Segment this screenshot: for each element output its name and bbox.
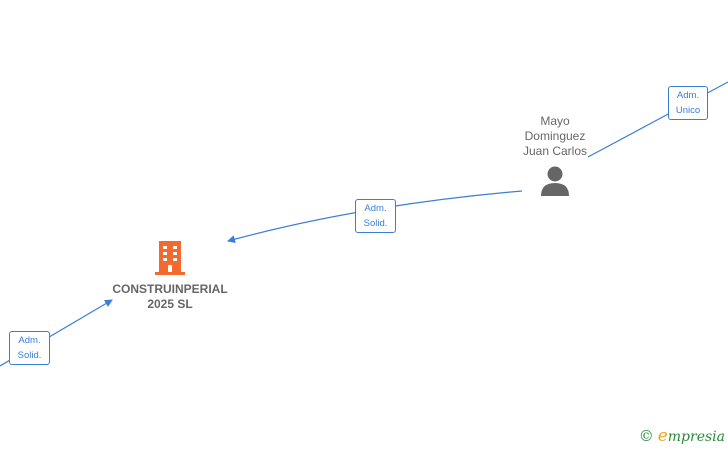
company-node[interactable]: CONSTRUINPERIAL 2025 SL: [100, 240, 240, 312]
empresia-logo[interactable]: ©empresia: [639, 426, 725, 446]
company-name-line: 2025 SL: [147, 297, 193, 311]
edge-label-line: Solid.: [17, 350, 42, 361]
person-name-line: Dominguez: [524, 129, 586, 143]
person-name[interactable]: Mayo Dominguez Juan Carlos: [505, 114, 605, 159]
edge-label-line: Adm.: [364, 203, 387, 214]
edge-label-middle[interactable]: Adm. Solid.: [355, 199, 396, 233]
edge-label-line: Adm.: [18, 335, 41, 346]
brand-name: mpresia: [667, 429, 725, 445]
person-node[interactable]: Mayo Dominguez Juan Carlos: [505, 114, 605, 197]
person-icon: [541, 166, 569, 196]
edge-label-line: Adm.: [676, 90, 700, 101]
person-name-line: Juan Carlos: [522, 144, 588, 158]
brand-initial: e: [657, 426, 668, 446]
person-name-line: Mayo: [540, 114, 570, 128]
edge-label-line: Solid.: [363, 218, 388, 229]
building-icon: [155, 241, 185, 275]
edge-label-upper[interactable]: Adm. Unico: [668, 86, 708, 120]
company-name-line: CONSTRUINPERIAL: [112, 282, 228, 296]
edge-label-lower[interactable]: Adm. Solid.: [9, 331, 50, 365]
copyright-icon: ©: [638, 427, 654, 445]
company-name[interactable]: CONSTRUINPERIAL 2025 SL: [100, 282, 240, 312]
edge-label-line: Unico: [675, 105, 701, 116]
